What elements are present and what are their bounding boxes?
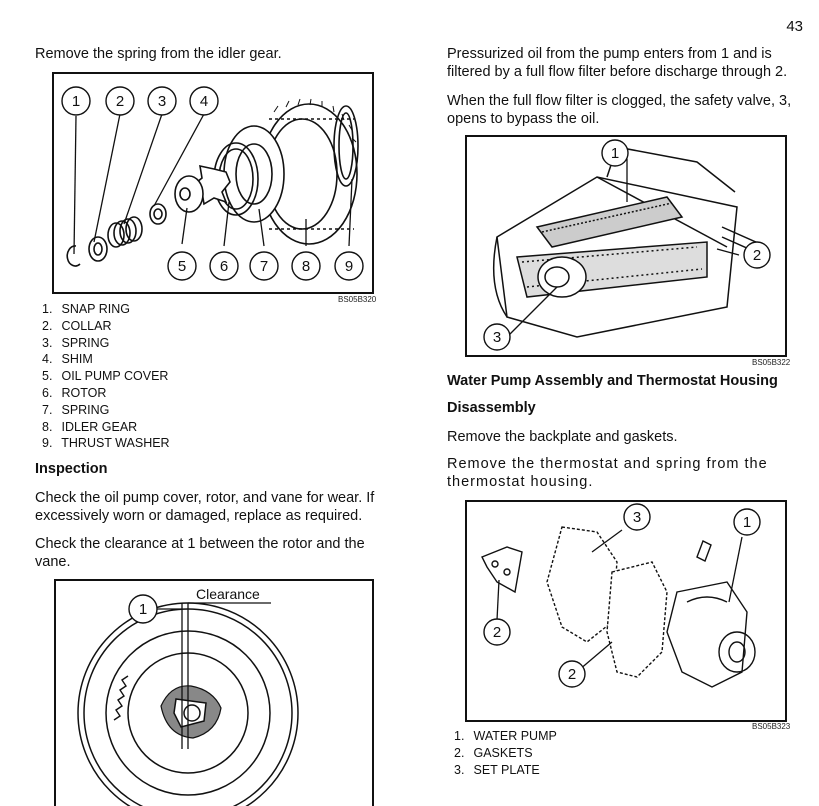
callout-2: 2 [568, 666, 576, 683]
callout-3: 3 [493, 329, 501, 346]
list-item: 6. ROTOR [42, 385, 107, 400]
callout-5: 5 [178, 258, 186, 275]
intro-text: Remove the spring from the idler gear. [35, 46, 282, 62]
callout-4: 4 [200, 93, 208, 110]
page-number: 43 [786, 18, 803, 35]
parts-legend-2: 1. WATER PUMP 2. GASKETS 3. SET PLATE [454, 728, 754, 778]
backplate-text: Remove the backplate and gaskets. [447, 429, 678, 445]
water-pump-figure: 1 2 2 3 [465, 500, 787, 722]
callout-3: 3 [158, 93, 166, 110]
list-item: 7. SPRING [42, 402, 110, 417]
list-item: 2. GASKETS [454, 745, 533, 760]
list-item: 1. WATER PUMP [454, 729, 557, 743]
callout-1: 1 [611, 145, 619, 162]
figure-code: BS05B323 [752, 722, 791, 731]
disassembly-heading: Disassembly [447, 400, 536, 416]
callout-9: 9 [345, 258, 353, 275]
thermostat-text: Remove the thermostat and spring from th… [447, 456, 768, 490]
clearance-label: Clearance [196, 586, 260, 602]
callout-1: 1 [72, 93, 80, 110]
list-item: 4. SHIM [42, 352, 93, 367]
oil-filter-figure: 1 2 3 [465, 135, 787, 357]
safety-valve-text: When the full flow filter is clogged, th… [447, 93, 792, 127]
callout-2: 2 [753, 247, 761, 264]
inspection-heading: Inspection [35, 461, 108, 477]
callout-1: 1 [743, 514, 751, 531]
callout-2: 2 [116, 93, 124, 110]
callout-2: 2 [493, 624, 501, 641]
clearance-figure: 1 Clearance [54, 579, 374, 806]
parts-legend-1: 1. SNAP RING 2. COLLAR 3. SPRING 4. SHIM… [42, 301, 342, 452]
list-item: 3. SPRING [42, 335, 110, 350]
list-item: 1. SNAP RING [42, 302, 131, 316]
inspection-text-1: Check the oil pump cover, rotor, and van… [35, 490, 375, 524]
list-item: 2. COLLAR [42, 318, 112, 333]
callout-8: 8 [302, 258, 310, 275]
list-item: 3. SET PLATE [454, 762, 540, 777]
inspection-text-2: Check the clearance at 1 between the rot… [35, 536, 365, 570]
water-pump-heading: Water Pump Assembly and Thermostat Housi… [447, 373, 778, 389]
oil-flow-text: Pressurized oil from the pump enters fro… [447, 46, 788, 80]
oil-pump-exploded-figure: 1 2 3 4 5 6 7 8 9 [52, 72, 374, 294]
figure-code: BS05B320 [338, 295, 377, 304]
list-item: 5. OIL PUMP COVER [42, 369, 169, 384]
callout-6: 6 [220, 258, 228, 275]
list-item: 9. THRUST WASHER [42, 436, 170, 451]
callout-3: 3 [633, 509, 641, 526]
callout-7: 7 [260, 258, 268, 275]
figure-code: BS05B322 [752, 358, 791, 367]
callout-1: 1 [139, 601, 147, 618]
list-item: 8. IDLER GEAR [42, 419, 138, 434]
